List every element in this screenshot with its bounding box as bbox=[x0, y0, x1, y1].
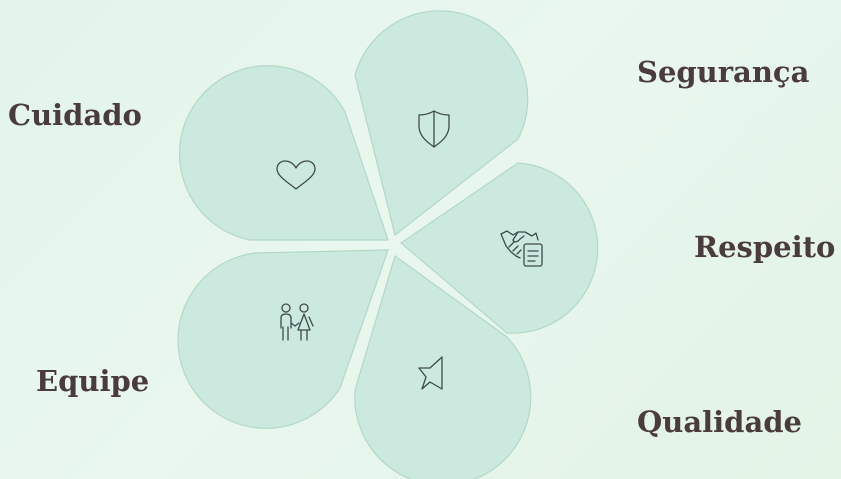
label-respeito: Respeito bbox=[694, 230, 836, 264]
star-half-icon bbox=[418, 356, 443, 390]
petal-qualidade bbox=[354, 255, 532, 479]
petal-cuidado bbox=[178, 65, 389, 241]
label-qualidade: Qualidade bbox=[637, 405, 802, 439]
heart-icon bbox=[276, 160, 316, 190]
label-seguranca: Segurança bbox=[637, 55, 810, 89]
label-cuidado: Cuidado bbox=[8, 98, 142, 132]
couple-icon bbox=[280, 303, 314, 341]
label-equipe: Equipe bbox=[36, 364, 150, 398]
shield-icon bbox=[418, 110, 450, 148]
petal-respeito bbox=[400, 162, 599, 334]
petal-seguranca bbox=[354, 10, 529, 237]
handshake-document-icon bbox=[500, 230, 543, 267]
